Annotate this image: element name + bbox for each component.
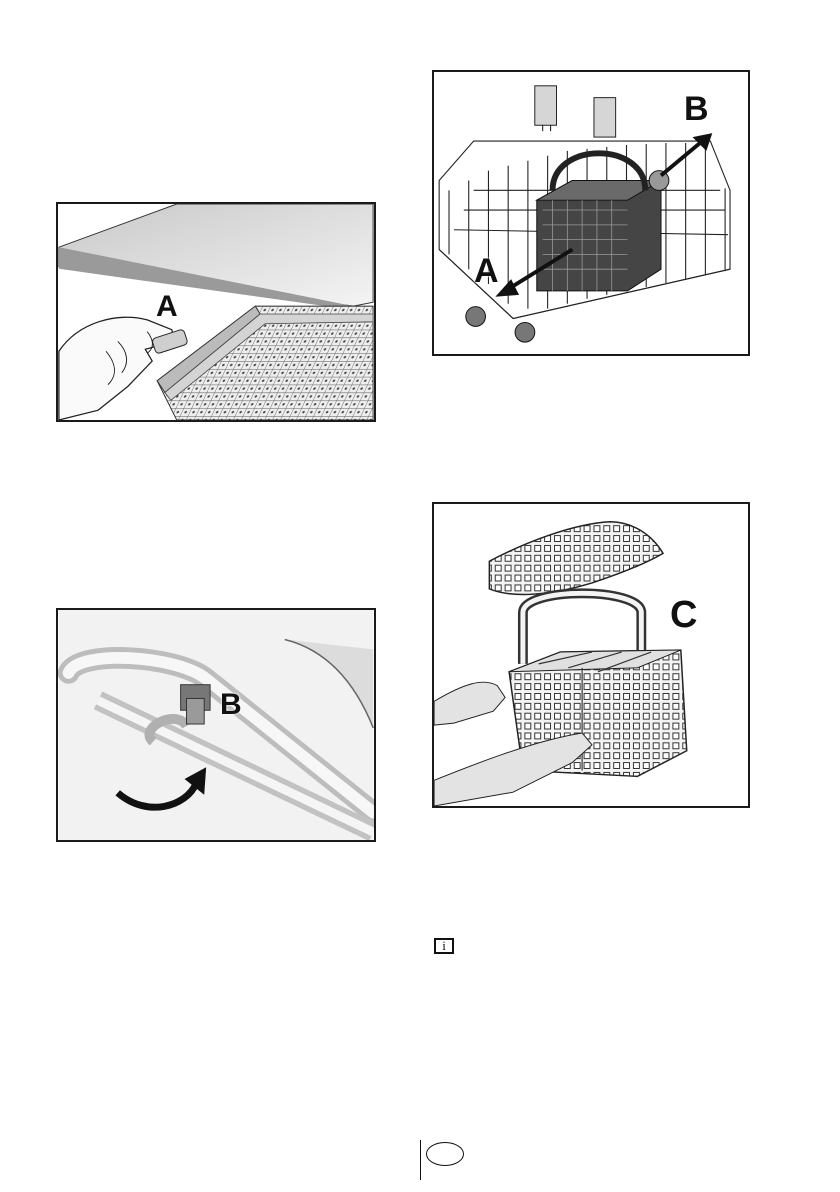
callout-b: B xyxy=(684,92,709,126)
language-badge xyxy=(426,1142,464,1166)
callout-a: A xyxy=(474,254,499,288)
page-divider xyxy=(420,1140,421,1180)
illustration-tray-release xyxy=(58,204,374,420)
figure-rack-clip: B xyxy=(56,608,376,842)
illustration-rack-clip xyxy=(58,610,374,840)
figure-basket-lid: C xyxy=(432,502,750,808)
callout-c: C xyxy=(670,596,697,634)
callout-a: A xyxy=(156,292,178,322)
figure-basket-removal: B A xyxy=(432,70,750,356)
info-icon: i xyxy=(434,938,454,954)
illustration-basket-lid xyxy=(434,504,748,806)
callout-b: B xyxy=(220,690,242,720)
figure-cutlery-tray-release: A xyxy=(56,202,376,422)
